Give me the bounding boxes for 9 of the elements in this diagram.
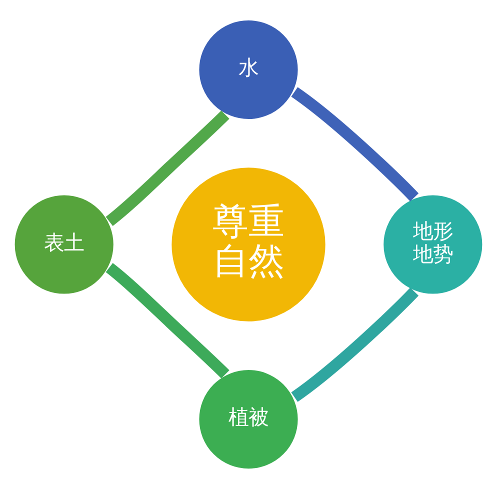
node-circle: 植被 [196,367,300,472]
node-circle: 表土 [12,192,116,296]
connector [291,288,419,402]
connector [106,263,230,378]
connector [291,87,419,202]
node-circle: 地形地势 [381,192,485,296]
node-circle: 水 [196,18,300,122]
node-circle: 尊重自然 [169,165,328,324]
connector [106,110,230,226]
